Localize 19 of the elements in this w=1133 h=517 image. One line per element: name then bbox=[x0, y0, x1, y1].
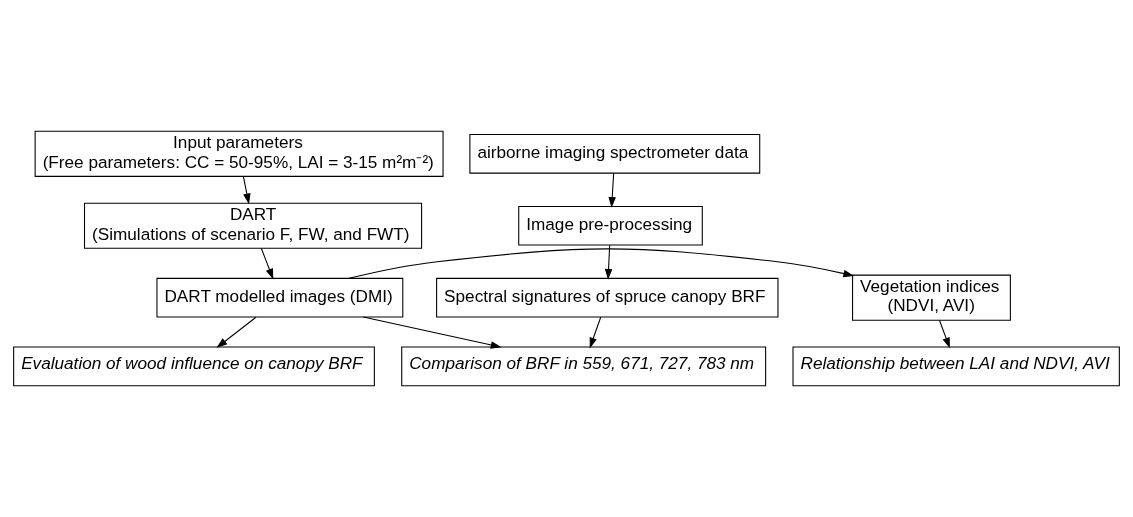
arrow bbox=[362, 316, 502, 349]
arrow bbox=[589, 316, 602, 349]
node-box: Vegetation indices (NDVI, AVI) bbox=[852, 274, 1011, 321]
arrow bbox=[939, 320, 950, 349]
arrow bbox=[242, 176, 251, 205]
arrow bbox=[608, 172, 616, 208]
node-box: DART modelled images (DMI) bbox=[156, 277, 404, 318]
node-box: Relationship between LAI and NDVI, AVI bbox=[792, 346, 1120, 387]
arrow bbox=[216, 316, 257, 348]
node-box: airborne imaging spectrometer data bbox=[469, 133, 761, 174]
node-box: Image pre-processing bbox=[518, 205, 703, 246]
arrow bbox=[348, 248, 855, 279]
node-box: Input parameters (Free parameters: CC = 50-95%, LAI = 3-15 m²m⁻²) bbox=[34, 130, 444, 177]
node-box: Spectral signatures of spruce canopy BRF bbox=[436, 277, 779, 318]
node-box: Evaluation of wood influence on canopy BRF bbox=[13, 346, 375, 387]
node-box: Comparison of BRF in 559, 671, 727, 783 nm bbox=[401, 346, 767, 387]
node-box: DART (Simulations of scenario F, FW, and FWT) bbox=[83, 202, 423, 249]
arrow bbox=[260, 248, 274, 280]
arrow bbox=[604, 244, 613, 280]
